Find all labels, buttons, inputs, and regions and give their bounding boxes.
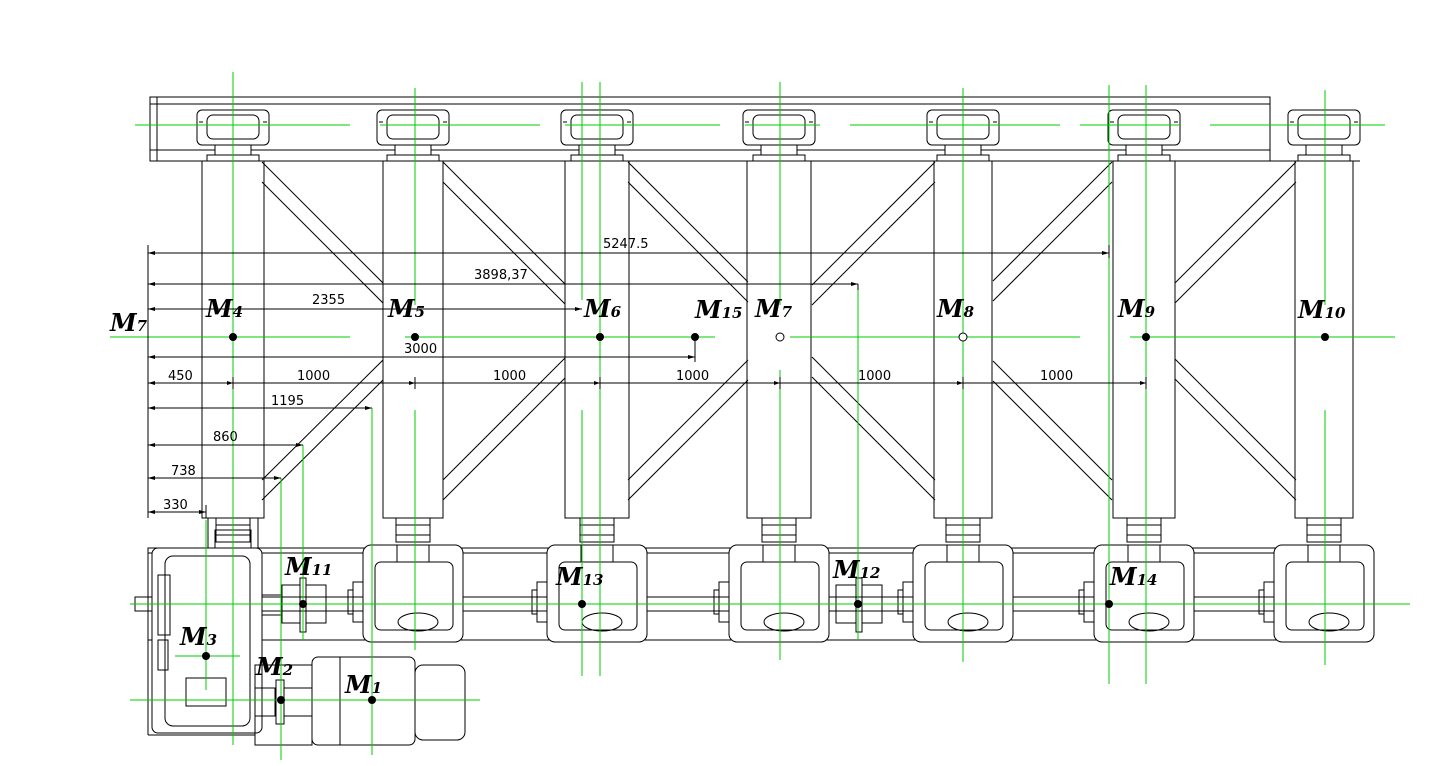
gearboxes — [347, 544, 1375, 643]
gearbox — [1078, 544, 1195, 643]
point-M12 — [854, 600, 862, 608]
point-M13 — [578, 600, 586, 608]
top-bearing — [376, 109, 450, 162]
gearbox — [713, 544, 830, 643]
roller — [1294, 160, 1354, 543]
dim-1000-3: 1000 — [676, 369, 709, 384]
gearbox — [897, 544, 1014, 643]
label-M12: M12 — [832, 555, 880, 584]
point-M15 — [691, 333, 699, 341]
point-M7 — [775, 332, 785, 342]
mass-points — [202, 332, 1329, 704]
roller — [382, 160, 444, 543]
mass-labels: M7 M4 M5 M6 M15 M7 M8 M9 M10 M11 M12 M13… — [109, 294, 1346, 699]
gearbox — [531, 544, 648, 643]
roller — [564, 160, 630, 543]
point-M5 — [411, 333, 419, 341]
label-M4: M4 — [205, 294, 243, 323]
dim-3898: 3898,37 — [474, 268, 528, 283]
label-M2: M2 — [255, 652, 293, 681]
label-M9: M9 — [1117, 294, 1156, 323]
point-M1 — [368, 696, 376, 704]
point-M14 — [1105, 600, 1113, 608]
top-bearings — [196, 109, 1361, 162]
roller — [746, 160, 812, 543]
top-bearing — [742, 109, 816, 162]
point-M4 — [229, 333, 237, 341]
dim-5247: 5247.5 — [603, 237, 649, 252]
label-M11: M11 — [284, 552, 332, 581]
dim-3000: 3000 — [404, 342, 437, 357]
gearbox — [347, 544, 464, 643]
motor-M1 — [311, 656, 466, 746]
label-M1: M1 — [344, 670, 382, 699]
dim-450: 450 — [168, 369, 193, 384]
point-M8 — [958, 332, 968, 342]
label-M6: M6 — [583, 294, 622, 323]
dim-860: 860 — [213, 430, 238, 445]
dim-738: 738 — [171, 464, 196, 479]
dimension-texts: 5247.5 3898,37 2355 3000 450 1000 1000 1… — [163, 237, 1073, 513]
top-bearing — [1287, 109, 1361, 162]
label-M15: M15 — [694, 295, 742, 324]
point-M11 — [299, 600, 307, 608]
point-M9 — [1142, 333, 1150, 341]
dim-1000-4: 1000 — [858, 369, 891, 384]
label-M7-left: M7 — [109, 308, 148, 337]
rollers — [201, 160, 1354, 543]
gearbox — [1258, 544, 1375, 643]
point-M10 — [1321, 333, 1329, 341]
dim-1000-1: 1000 — [297, 369, 330, 384]
dim-1000-2: 1000 — [493, 369, 526, 384]
top-bearing — [1107, 109, 1181, 162]
label-M3: M3 — [179, 622, 217, 651]
label-M7: M7 — [754, 294, 793, 323]
dim-2355: 2355 — [312, 293, 345, 308]
label-M8: M8 — [936, 294, 975, 323]
dimension-lines — [147, 245, 1147, 518]
label-M14: M14 — [1109, 562, 1157, 591]
point-M3 — [202, 652, 210, 660]
label-M5: M5 — [387, 294, 425, 323]
roller — [1112, 160, 1176, 543]
label-M13: M13 — [555, 562, 603, 591]
dim-1195: 1195 — [271, 394, 304, 409]
coupling-M11 — [261, 577, 327, 633]
top-bearing — [560, 109, 634, 162]
point-M2 — [277, 696, 285, 704]
label-M10: M10 — [1297, 295, 1346, 324]
point-M6 — [596, 333, 604, 341]
bracing — [261, 161, 1297, 501]
reducer-M3 — [151, 517, 263, 734]
dim-330: 330 — [163, 498, 188, 513]
dim-1000-5: 1000 — [1040, 369, 1073, 384]
